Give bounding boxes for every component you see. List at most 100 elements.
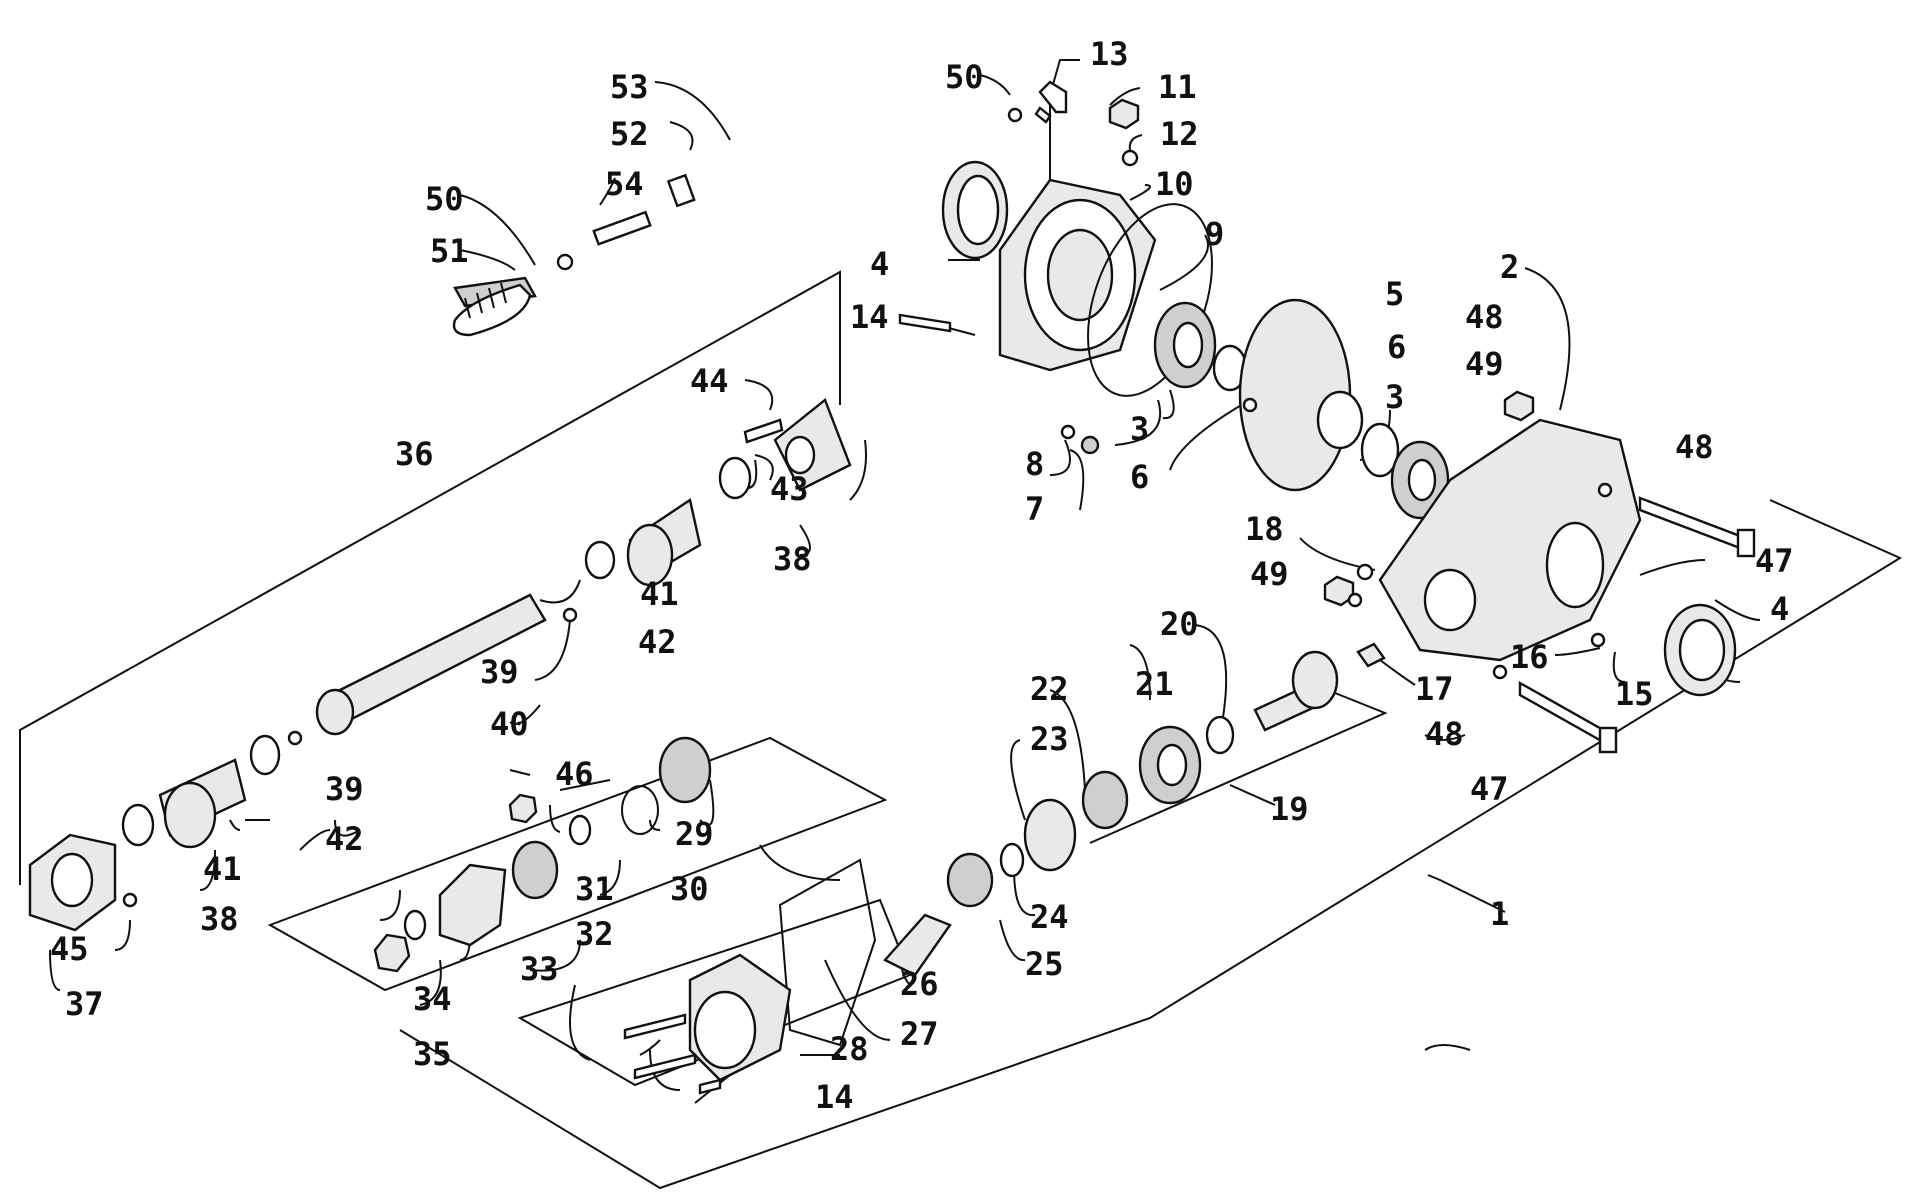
collar-23 [1023,798,1077,872]
ring-24 [999,842,1025,878]
callout-label: 43 [770,470,809,508]
callout-label: 22 [1030,670,1069,708]
main-housing-2 [1378,418,1642,662]
callout-label: 50 [425,180,464,218]
callout-label: 14 [815,1078,854,1116]
callout-label: 3 [1385,378,1404,416]
callout-label: 33 [520,950,559,988]
callout-label: 31 [575,870,614,908]
callout-label: 38 [200,900,239,938]
callout-label: 23 [1030,720,1069,758]
screw-44 [743,418,784,444]
callout-label: 4 [870,245,889,283]
flange-37 [28,833,117,932]
callout-label: 39 [325,770,364,808]
bearing-3-lower [1390,440,1450,520]
axle-shaft-40 [315,593,547,736]
callout-label: 51 [430,232,469,270]
callout-label: 2 [1500,248,1519,286]
callout-labels: 1 2 3 3 4 4 5 6 6 7 8 9 10 11 12 13 14 1… [50,35,1794,1116]
bearing-21 [1138,725,1202,805]
callout-label: 14 [850,298,889,336]
callout-label: 15 [1615,675,1654,713]
callout-label: 10 [1155,165,1194,203]
callout-label: 11 [1158,68,1197,106]
bearing-3-upper [1153,301,1217,389]
callout-label: 34 [413,980,452,1018]
callout-label: 41 [203,850,242,888]
callout-label: 16 [1510,638,1549,676]
group-30-boundary [267,736,888,992]
callout-label: 46 [555,755,594,793]
callout-label: 32 [575,915,614,953]
callout-label: 1 [1490,895,1509,933]
nut-46 [508,793,538,824]
callout-label: 17 [1415,670,1454,708]
callout-label: 42 [325,820,364,858]
hose-assembly [452,80,1068,337]
group-28-boundary [517,898,912,1087]
callout-label: 54 [605,165,644,203]
shaft-26 [883,913,952,977]
boot-41-left [158,758,247,849]
callout-label: 24 [1030,898,1069,936]
callout-label: 8 [1025,445,1044,483]
clip-30 [621,785,659,835]
callout-label: 5 [1385,275,1404,313]
ring-38-left [121,803,155,847]
callout-label: 42 [638,623,677,661]
leader-lines [49,59,1761,1104]
ring-20 [1205,715,1235,755]
gasket-27 [778,858,877,1047]
pinion-gear-19 [1253,650,1339,732]
callout-label: 49 [1465,345,1504,383]
breather-boot [452,282,532,337]
callout-label: 39 [480,653,519,691]
callout-label: 45 [50,930,89,968]
seal-4-right [1663,603,1737,697]
callout-label: 6 [1387,328,1406,366]
callout-label: 40 [490,705,529,743]
callout-label: 12 [1160,115,1199,153]
callout-label: 53 [610,68,649,106]
callout-label: 19 [1270,790,1309,828]
callout-label: 36 [395,435,434,473]
callout-label: 52 [610,115,649,153]
callout-label: 48 [1465,298,1504,336]
callout-label: 48 [1425,715,1464,753]
bearing-22 [1081,770,1129,830]
housing-assembly-boundary [399,499,1903,1190]
callout-label: 21 [1135,665,1174,703]
callout-label: 50 [945,58,984,96]
callout-label: 4 [1770,590,1789,628]
callout-label: 7 [1025,490,1044,528]
ring-gear-5 [1238,298,1364,492]
callout-label: 37 [65,985,104,1023]
callout-label: 13 [1090,35,1129,73]
callout-label: 27 [900,1015,939,1053]
washer-34 [403,909,427,941]
callout-label: 25 [1025,945,1064,983]
callout-label: 47 [1470,770,1509,808]
end-cover-10 [998,178,1157,372]
callout-label: 44 [690,362,729,400]
callout-label: 29 [675,815,714,853]
ring-31 [568,814,592,846]
callout-label: 47 [1755,542,1794,580]
ring-42-right [584,540,616,580]
callout-label: 49 [1250,555,1289,593]
callout-label: 35 [413,1035,452,1073]
callout-label: 20 [1160,605,1199,643]
nut-35 [373,933,411,973]
boot-41-right [626,498,702,587]
bolts-14-lower [623,313,952,1095]
bearing-32 [511,840,559,900]
flange-43 [773,398,852,492]
callout-label: 6 [1130,458,1149,496]
bearing-25 [946,852,994,908]
callout-label: 3 [1130,410,1149,448]
callout-label: 28 [830,1030,869,1068]
callout-label: 9 [1205,215,1224,253]
group-36-boundary [19,270,841,885]
